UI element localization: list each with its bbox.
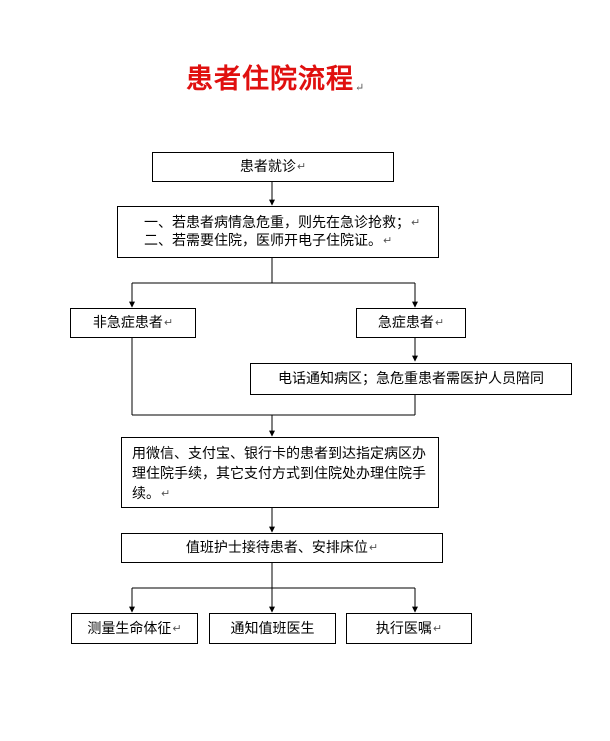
node-non-emergency: 非急症患者↵: [70, 308, 196, 338]
paragraph-mark: ↵: [355, 81, 366, 94]
node-notify-doctor: 通知值班医生: [209, 613, 336, 644]
page-title: 患者住院流程↵: [186, 66, 365, 93]
node-vital-signs-label: 测量生命体征: [87, 620, 172, 637]
node-notify-ward-label: 电话通知病区；急危重患者需医护人员陪同: [278, 371, 544, 387]
node-non-emergency-label: 非急症患者: [92, 315, 163, 331]
paragraph-mark: ↵: [161, 487, 171, 500]
paragraph-mark: ↵: [163, 316, 174, 329]
title-text: 患者住院流程: [186, 64, 354, 95]
paragraph-mark: ↵: [434, 316, 445, 329]
node-notify-doctor-label: 通知值班医生: [230, 620, 315, 637]
node-triage-line-1: 一、若患者病情急危重，则先在急诊抢救；: [144, 215, 410, 231]
node-execute-orders: 执行医嘱↵: [346, 613, 472, 644]
node-admission: 用微信、支付宝、银行卡的患者到达指定病区办理住院手续，其它支付方式到住院处办理住…: [121, 437, 439, 508]
paragraph-mark: ↵: [296, 160, 307, 173]
paragraph-mark: ↵: [383, 234, 393, 247]
node-emergency: 急症患者↵: [356, 308, 466, 338]
node-visit-label: 患者就诊: [239, 159, 296, 175]
paragraph-mark: ↵: [432, 621, 443, 635]
node-execute-orders-label: 执行医嘱: [375, 620, 432, 637]
node-admission-label: 用微信、支付宝、银行卡的患者到达指定病区办理住院手续，其它支付方式到住院处办理住…: [132, 446, 426, 502]
node-emergency-label: 急症患者: [377, 315, 434, 331]
paragraph-mark: ↵: [368, 541, 379, 554]
node-vital-signs: 测量生命体征↵: [71, 613, 198, 644]
node-triage: 一、若患者病情急危重，则先在急诊抢救；↵ 二、若需要住院，医师开电子住院证。↵: [117, 206, 439, 258]
node-triage-line-2: 二、若需要住院，医师开电子住院证。: [144, 233, 382, 249]
node-nurse-reception-label: 值班护士接待患者、安排床位: [185, 540, 368, 556]
node-notify-ward: 电话通知病区；急危重患者需医护人员陪同: [250, 363, 572, 395]
node-visit: 患者就诊↵: [152, 152, 394, 182]
node-nurse-reception: 值班护士接待患者、安排床位↵: [121, 533, 443, 563]
paragraph-mark: ↵: [172, 621, 182, 635]
paragraph-mark: ↵: [411, 216, 421, 229]
